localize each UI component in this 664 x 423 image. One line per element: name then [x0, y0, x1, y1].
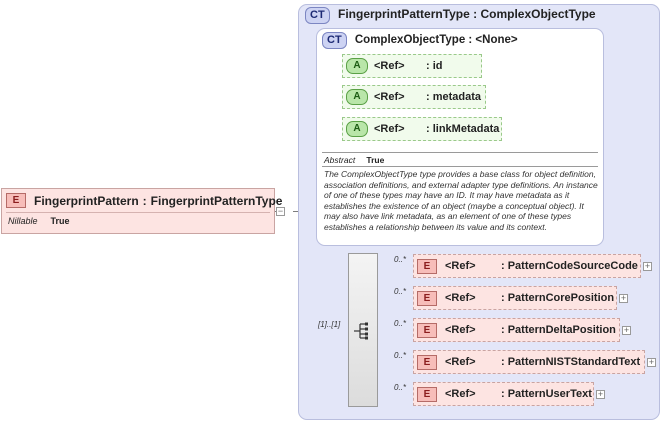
nillable-key: Nillable	[8, 216, 38, 226]
attribute-metadata[interactable]: A <Ref> : metadata	[342, 85, 486, 109]
element-name: : PatternUserText	[501, 388, 592, 400]
element-cardinality: 0..*	[394, 351, 407, 360]
documentation-text: The ComplexObjectType type provides a ba…	[324, 169, 598, 232]
attribute-icon: A	[346, 89, 368, 105]
sequence-compositor[interactable]	[348, 253, 378, 407]
root-element-name: FingerprintPattern	[34, 193, 139, 208]
element-ref: <Ref>	[445, 356, 476, 368]
expand-button[interactable]: +	[643, 261, 652, 271]
element-icon: E	[6, 193, 26, 208]
element-cardinality: 0..*	[394, 287, 407, 296]
element-ref: <Ref>	[445, 260, 476, 272]
inner-complex-type-header: CT ComplexObjectType : <None>	[322, 32, 518, 49]
collapse-root-button[interactable]: −	[276, 206, 285, 216]
element-cardinality: 0..*	[394, 255, 407, 264]
nillable-value: True	[50, 216, 70, 226]
sequence-icon	[354, 322, 368, 340]
outer-complex-type-title: FingerprintPatternType : ComplexObjectTy…	[338, 7, 596, 21]
root-element-header: E FingerprintPattern : FingerprintPatter…	[6, 193, 282, 208]
root-property: Nillable True	[8, 216, 70, 226]
sequence-cardinality: [1]..[1]	[318, 320, 341, 329]
abstract-value: True	[366, 155, 385, 165]
attribute-name: : metadata	[426, 91, 482, 103]
attribute-ref: <Ref>	[374, 91, 405, 103]
element-cardinality: 0..*	[394, 319, 407, 328]
element-name: : PatternNISTStandardText	[501, 356, 641, 368]
root-element-box[interactable]: E FingerprintPattern : FingerprintPatter…	[1, 188, 282, 234]
element-icon: E	[417, 258, 437, 274]
expand-button[interactable]: +	[647, 357, 656, 367]
element-pattern-user-text[interactable]: E <Ref> : PatternUserText	[413, 382, 594, 406]
documentation-divider	[322, 166, 598, 167]
attribute-icon: A	[346, 121, 368, 137]
complex-type-icon: CT	[305, 7, 330, 24]
element-name: : PatternCodeSourceCode	[501, 260, 638, 272]
element-ref: <Ref>	[445, 324, 476, 336]
attribute-name: : linkMetadata	[426, 123, 500, 135]
abstract-property: Abstract True	[324, 155, 384, 165]
outer-complex-type-header: CT FingerprintPatternType : ComplexObjec…	[305, 7, 596, 24]
element-icon: E	[417, 386, 437, 402]
root-divider	[6, 212, 270, 213]
abstract-divider	[322, 152, 598, 153]
attribute-ref: <Ref>	[374, 123, 405, 135]
element-pattern-delta-position[interactable]: E <Ref> : PatternDeltaPosition	[413, 318, 620, 342]
element-pattern-nist-standard-text[interactable]: E <Ref> : PatternNISTStandardText	[413, 350, 645, 374]
connector-root-to-type	[293, 211, 298, 212]
element-icon: E	[417, 290, 437, 306]
attribute-link-metadata[interactable]: A <Ref> : linkMetadata	[342, 117, 502, 141]
root-element-separator: :	[142, 193, 147, 208]
complex-type-icon: CT	[322, 32, 347, 49]
element-icon: E	[417, 354, 437, 370]
element-cardinality: 0..*	[394, 383, 407, 392]
element-name: : PatternDeltaPosition	[501, 324, 616, 336]
element-pattern-core-position[interactable]: E <Ref> : PatternCorePosition	[413, 286, 617, 310]
inner-complex-type-title: ComplexObjectType : <None>	[354, 34, 518, 46]
element-pattern-code-source-code[interactable]: E <Ref> : PatternCodeSourceCode	[413, 254, 641, 278]
attribute-icon: A	[346, 58, 368, 74]
root-element-type: FingerprintPatternType	[150, 193, 283, 208]
element-icon: E	[417, 322, 437, 338]
attribute-name: : id	[426, 60, 443, 72]
expand-button[interactable]: +	[596, 389, 605, 399]
element-ref: <Ref>	[445, 292, 476, 304]
element-name: : PatternCorePosition	[501, 292, 615, 304]
attribute-ref: <Ref>	[374, 60, 405, 72]
attribute-id[interactable]: A <Ref> : id	[342, 54, 482, 78]
expand-button[interactable]: +	[619, 293, 628, 303]
abstract-key: Abstract	[324, 155, 356, 165]
element-ref: <Ref>	[445, 388, 476, 400]
expand-button[interactable]: +	[622, 325, 631, 335]
